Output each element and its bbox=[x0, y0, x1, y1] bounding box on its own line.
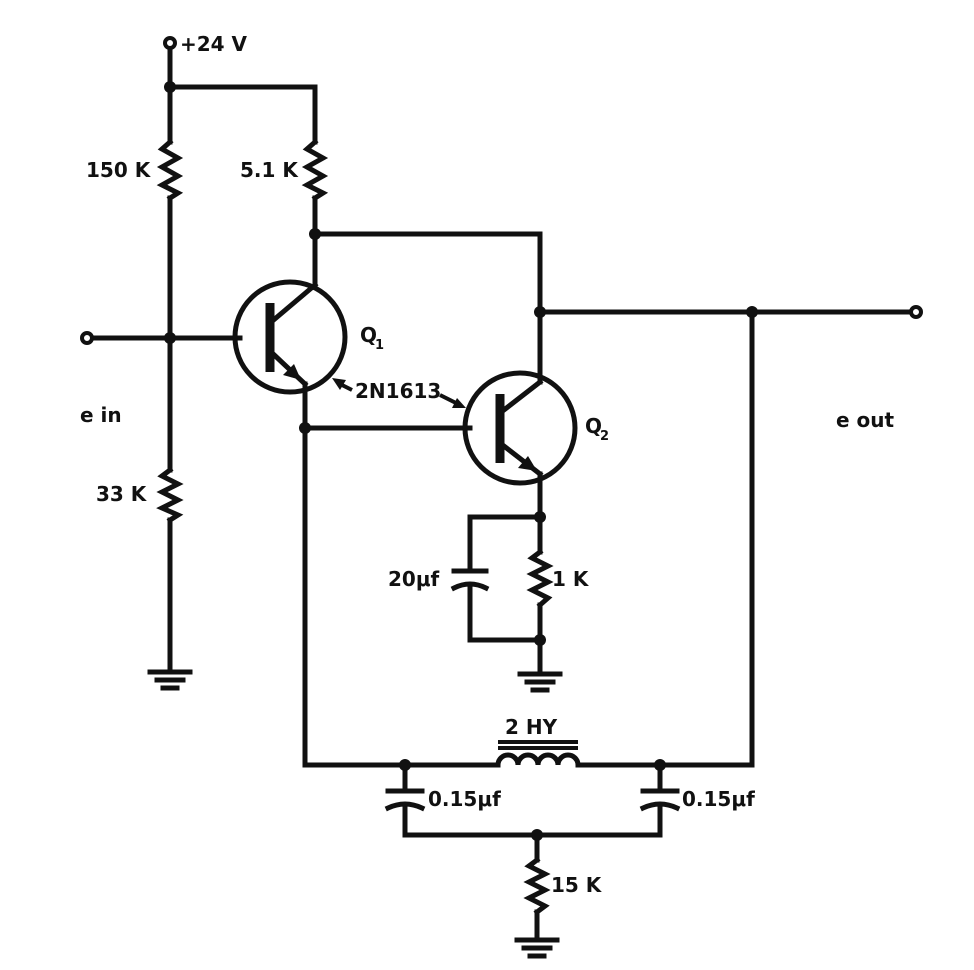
label-e-in: e in bbox=[80, 403, 122, 427]
svg-text:1: 1 bbox=[375, 338, 384, 353]
resistor-1k bbox=[526, 548, 554, 609]
resistor-5-1k bbox=[301, 138, 329, 202]
output-terminal bbox=[909, 305, 923, 319]
junction-dots bbox=[164, 81, 758, 841]
capacitor-left-0-15uf bbox=[384, 788, 426, 812]
label-q2: Q 2 bbox=[585, 414, 609, 444]
ground-symbol-emitter bbox=[517, 671, 563, 693]
svg-text:2: 2 bbox=[600, 429, 609, 444]
label-5-1k: 5.1 K bbox=[240, 158, 299, 182]
label-33k: 33 K bbox=[96, 482, 148, 506]
label-20uf: 20μf bbox=[388, 567, 440, 591]
label-1k: 1 K bbox=[552, 567, 590, 591]
input-terminal bbox=[80, 331, 94, 345]
svg-text:Q: Q bbox=[360, 323, 377, 347]
ground-symbol-bottom bbox=[514, 937, 560, 959]
label-transistor-type: 2N1613 bbox=[355, 379, 441, 403]
supply-terminal bbox=[163, 36, 177, 50]
resistor-150k bbox=[156, 138, 184, 202]
svg-text:Q: Q bbox=[585, 414, 602, 438]
ground-symbol-left bbox=[147, 669, 193, 691]
supply-label: +24 V bbox=[180, 32, 248, 56]
label-e-out: e out bbox=[836, 408, 895, 432]
capacitor-right-0-15uf bbox=[639, 788, 681, 812]
resistor-33k bbox=[156, 466, 184, 524]
type-pointer-arrows bbox=[332, 378, 466, 408]
label-15k: 15 K bbox=[551, 873, 603, 897]
capacitor-20uf bbox=[450, 568, 490, 592]
wires bbox=[87, 45, 915, 943]
transistor-q2 bbox=[462, 370, 578, 486]
inductor-2hy bbox=[495, 740, 581, 768]
label-q1: Q 1 bbox=[360, 323, 384, 353]
transistor-q1 bbox=[232, 279, 348, 395]
label-c-right: 0.15μf bbox=[682, 787, 755, 811]
resistor-15k bbox=[523, 856, 551, 916]
label-2hy: 2 HY bbox=[505, 715, 558, 739]
label-150k: 150 K bbox=[86, 158, 152, 182]
label-c-left: 0.15μf bbox=[428, 787, 501, 811]
